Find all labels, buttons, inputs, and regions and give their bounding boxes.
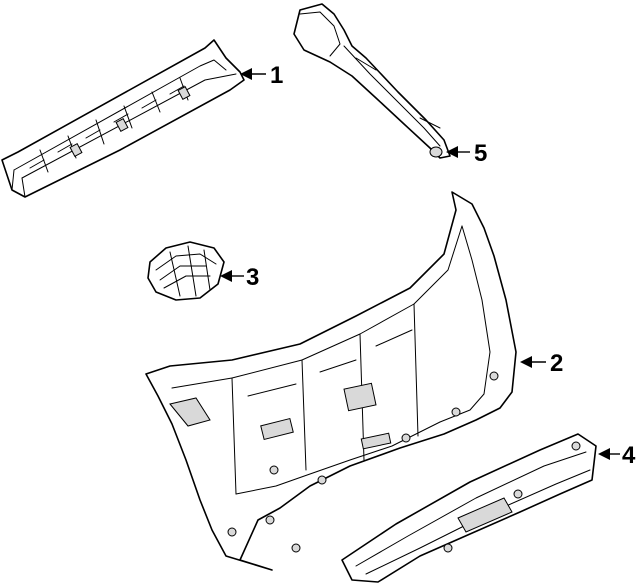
part-2-liftgate-trim-panel xyxy=(145,191,517,571)
callout-5-number: 5 xyxy=(474,140,487,167)
part-3-handle-cover xyxy=(147,241,225,301)
callout-5-arrow-icon xyxy=(446,146,458,158)
callout-3: 3 xyxy=(220,264,259,291)
callout-2-arrow-icon xyxy=(520,356,532,368)
callout-2-number: 2 xyxy=(550,350,563,377)
part-5-pillar-trim xyxy=(293,3,451,159)
callout-1-arrow-icon xyxy=(240,68,252,80)
callout-3-number: 3 xyxy=(246,264,259,291)
part-1-upper-trim-panel xyxy=(1,39,245,198)
callout-3-arrow-icon xyxy=(220,270,232,282)
callout-4-arrow-icon xyxy=(598,448,610,460)
callout-2: 2 xyxy=(520,350,563,377)
part-4-scuff-plate xyxy=(341,433,597,583)
callout-5: 5 xyxy=(446,140,487,167)
callout-1-number: 1 xyxy=(270,62,283,89)
callout-4: 4 xyxy=(598,442,636,469)
callout-1: 1 xyxy=(240,62,283,89)
callout-4-number: 4 xyxy=(622,442,636,469)
